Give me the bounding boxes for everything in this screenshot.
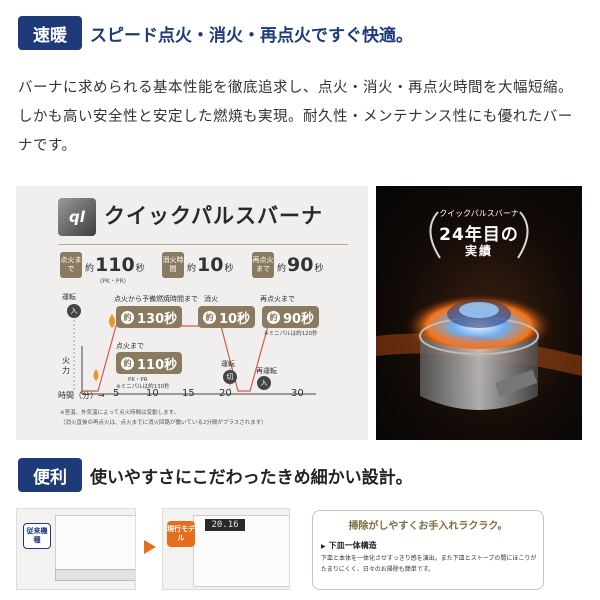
arrow-right-icon: [144, 540, 156, 554]
mini-reignite-note: ※ミニパルは約120秒: [264, 331, 318, 337]
flame-icon: [109, 314, 115, 328]
reignite-chip: 再点火まで: [252, 252, 274, 278]
tick-20: 20: [219, 388, 232, 399]
extinguish-label: 消火: [204, 295, 218, 303]
extinguish-time-value: 10: [197, 254, 224, 276]
fire-power-line: [82, 325, 316, 392]
old-model-badge: 従来機種: [23, 523, 51, 549]
photo-caption-1: クイックパルスバーナ: [439, 209, 519, 218]
cleaning-subtitle: 下皿一体構造: [321, 540, 377, 551]
ignite-time-value: 110: [95, 254, 135, 276]
wreath-left-icon: [429, 211, 441, 259]
speed-title: スピード点火・消火・再点火ですぐ快適。: [90, 25, 413, 46]
photo-caption-2: 24年目の: [439, 225, 519, 245]
tick-30: 30: [291, 388, 304, 399]
flame-icon: [93, 369, 99, 381]
rerun-on-badge: 入: [257, 376, 271, 390]
ignite-chip: 点火まで: [60, 252, 82, 278]
convenience-badge: 便利: [18, 458, 82, 492]
burner-photo: クイックパルスバーナ 24年目の 実績: [376, 186, 582, 440]
reignite-time-value: 90: [287, 254, 314, 276]
run-label-2: 運転: [221, 360, 235, 368]
ignite-label: 点火まで: [116, 342, 144, 350]
reignite-label: 再点火まで: [260, 295, 295, 303]
cleaning-description: 下皿と本体を一体化させすっきり感を演出。また下皿とストーブの間にほこりがたまりに…: [321, 555, 537, 573]
heater-display: 20.16: [205, 519, 245, 531]
time-axis-label: 時間（分）→: [58, 391, 105, 400]
quick-pulse-logo-icon: ql: [58, 198, 96, 236]
tick-10: 10: [146, 388, 159, 399]
mini-ignite-note: ※ミニパルは約130秒: [116, 384, 170, 390]
convenience-title: 使いやすさにこだわったきめ細かい設計。: [90, 467, 413, 488]
cleaning-feature-box: 掃除がしやすくお手入れラクラク。 下皿一体構造 下皿と本体を一体化させすっきり感…: [312, 510, 544, 590]
photo-caption-3: 実績: [464, 244, 493, 258]
speed-badge: 速暖: [18, 16, 82, 50]
new-model-badge: 現行モデル: [167, 521, 195, 547]
burner-illustration: [376, 211, 582, 410]
fire-power-axis-label: 火力: [62, 356, 70, 375]
new-model-image: 20.16 現行モデル: [162, 508, 290, 590]
tick-15: 15: [182, 388, 195, 399]
footnote-2: （消火直後の再点火は、点火までに消火回路が働いている2分間がプラスされます）: [60, 420, 267, 426]
extinguish-chip: 消火時間: [162, 252, 184, 278]
run-off-badge: 切: [223, 370, 237, 384]
tick-5: 5: [113, 388, 120, 399]
ignite-time-note: (PK・PR): [100, 278, 127, 285]
footnote-1: ※室温、外気温によって点火時間は変動します。: [60, 410, 180, 416]
divider: [58, 244, 348, 245]
old-model-image: 従来機種: [16, 508, 136, 590]
precombust-label: 点火から予備燃焼時間まで: [114, 295, 198, 303]
wreath-right-icon: [517, 211, 529, 259]
quick-pulse-logo-text: クイックパルスバーナ: [104, 204, 323, 228]
speed-description: バーナに求められる基本性能を徹底追求し、点火・消火・再点火時間を大幅短縮。しかも…: [18, 80, 573, 154]
rerun-label: 再運転: [256, 367, 277, 375]
run-on-badge: 入: [67, 304, 81, 318]
old-base-tray: [55, 569, 135, 581]
run-label: 運転: [62, 293, 76, 301]
cleaning-title: 掃除がしやすくお手入れラクラク。: [348, 521, 508, 532]
section-header-speed: 速暖 スピード点火・消火・再点火ですぐ快適。: [18, 16, 413, 50]
pkpr-note: PK・PR: [128, 377, 148, 383]
section-header-convenience: 便利 使いやすさにこだわったきめ細かい設計。: [18, 458, 413, 492]
